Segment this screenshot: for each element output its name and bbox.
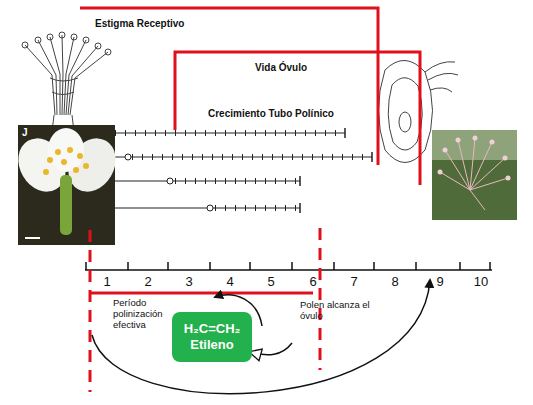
signal-arrow bbox=[250, 343, 292, 355]
part-label: Vida Óvulo bbox=[255, 62, 365, 74]
process-label: Crecimiento Tubo Polínico bbox=[208, 108, 368, 120]
axis-number: 6 bbox=[303, 275, 323, 290]
axis-number: 10 bbox=[471, 275, 491, 290]
axis-number: 1 bbox=[97, 275, 117, 290]
period-bar bbox=[90, 292, 313, 295]
axis-number: 4 bbox=[220, 275, 240, 290]
event-label: Polen alcanza el óvulo bbox=[300, 300, 388, 322]
time-axis bbox=[85, 262, 492, 270]
axis-number: 3 bbox=[179, 275, 199, 290]
pollen-tubes bbox=[115, 128, 372, 213]
formula-text: H₂C=CH₂ bbox=[184, 321, 241, 337]
axis-number: 5 bbox=[261, 275, 281, 290]
flower-photo bbox=[9, 125, 125, 245]
period-end-marker bbox=[319, 228, 322, 370]
axis-number: 9 bbox=[430, 275, 450, 290]
stamen-photo bbox=[432, 130, 517, 220]
period-label: Período polinización efectiva bbox=[113, 298, 171, 331]
axis-number: 7 bbox=[344, 275, 364, 290]
ovule-bracket bbox=[175, 52, 420, 185]
stigma-bracket bbox=[80, 8, 378, 165]
photo-letter: J bbox=[22, 127, 36, 139]
axis-number: 2 bbox=[138, 275, 158, 290]
chemical-box: H₂C=CH₂Etileno bbox=[172, 312, 252, 362]
compound-name: Etileno bbox=[190, 337, 233, 353]
axis-number: 8 bbox=[385, 275, 405, 290]
part-label: Estigma Receptivo bbox=[95, 18, 235, 30]
period-start-marker bbox=[89, 230, 92, 392]
cycle-arrow bbox=[92, 280, 430, 394]
